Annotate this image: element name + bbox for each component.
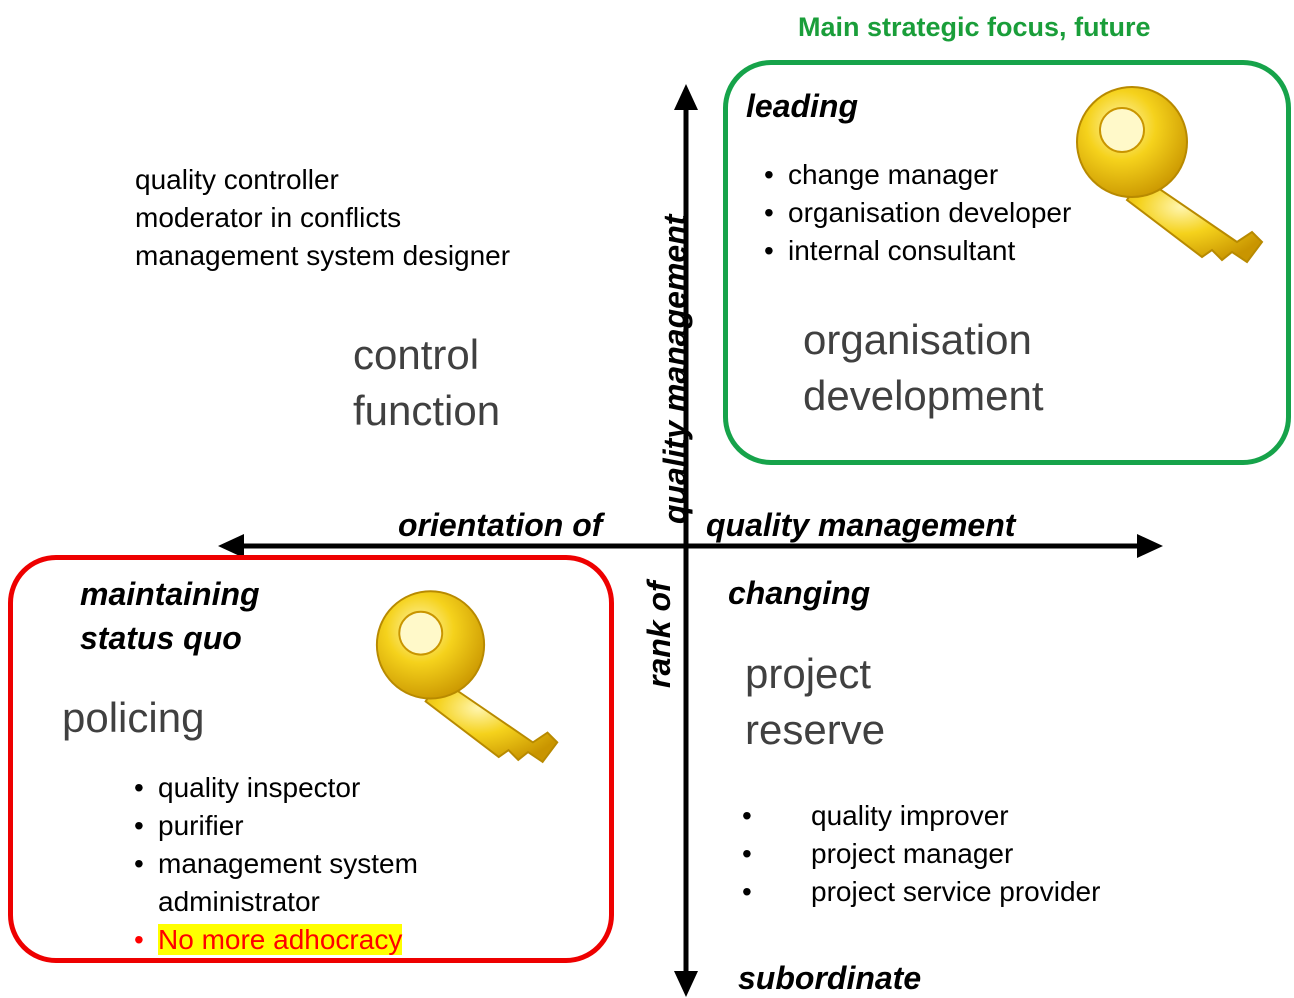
title-line: function <box>353 387 501 434</box>
axis-label-quality-management-vertical: quality management <box>657 214 693 524</box>
organisation-development-box <box>723 60 1291 465</box>
warning-item: No more adhocracy <box>134 921 418 959</box>
axis-label-rank-of: rank of <box>641 581 677 688</box>
policing-title: policing <box>62 694 205 741</box>
title-line: project <box>745 650 872 697</box>
organisation-development-title: organisation development <box>803 312 1044 424</box>
maintaining-status-quo-label: maintaining status quo <box>80 572 260 660</box>
label-line: maintaining <box>80 576 260 612</box>
list-item-continuation: administrator <box>134 883 418 921</box>
top-right-role-list: change manager organisation developer in… <box>764 156 1071 270</box>
list-item: quality inspector <box>134 769 418 807</box>
leading-label: leading <box>746 88 859 124</box>
warning-text: No more adhocracy <box>158 924 403 955</box>
role-text: management system designer <box>135 240 511 271</box>
horizontal-axis-arrow <box>218 534 1163 558</box>
list-item: management system <box>134 845 418 883</box>
changing-label: changing <box>728 575 871 611</box>
list-item: purifier <box>134 807 418 845</box>
title-line: control <box>353 331 480 378</box>
policing-box <box>8 555 614 963</box>
role-text: moderator in conflicts <box>135 202 402 233</box>
project-reserve-title: project reserve <box>745 646 885 758</box>
focus-title: Main strategic focus, future <box>798 12 1151 42</box>
list-item: change manager <box>764 156 1071 194</box>
list-item: quality improver <box>736 797 1100 835</box>
key-icon <box>1076 86 1264 264</box>
list-item: internal consultant <box>764 232 1071 270</box>
title-line: organisation <box>803 316 1032 363</box>
title-line: development <box>803 372 1044 419</box>
key-icon <box>375 590 559 764</box>
subordinate-label: subordinate <box>738 960 922 996</box>
control-function-title: control function <box>353 327 500 439</box>
project-role-list: quality improver project manager project… <box>736 797 1100 911</box>
list-item: organisation developer <box>764 194 1071 232</box>
axis-label-orientation: orientation of <box>398 507 603 543</box>
top-left-roles: quality controller moderator in conflict… <box>135 161 510 275</box>
continuation-text: administrator <box>158 886 320 917</box>
title-line: reserve <box>745 706 886 753</box>
list-item: project manager <box>736 835 1100 873</box>
list-item: project service provider <box>736 873 1100 911</box>
role-text: quality controller <box>135 164 339 195</box>
policing-role-list: quality inspector purifier management sy… <box>134 769 418 959</box>
label-line: status quo <box>80 620 242 656</box>
axis-label-quality-management-horizontal: quality management <box>706 507 1016 543</box>
vertical-axis-arrow <box>674 84 698 997</box>
